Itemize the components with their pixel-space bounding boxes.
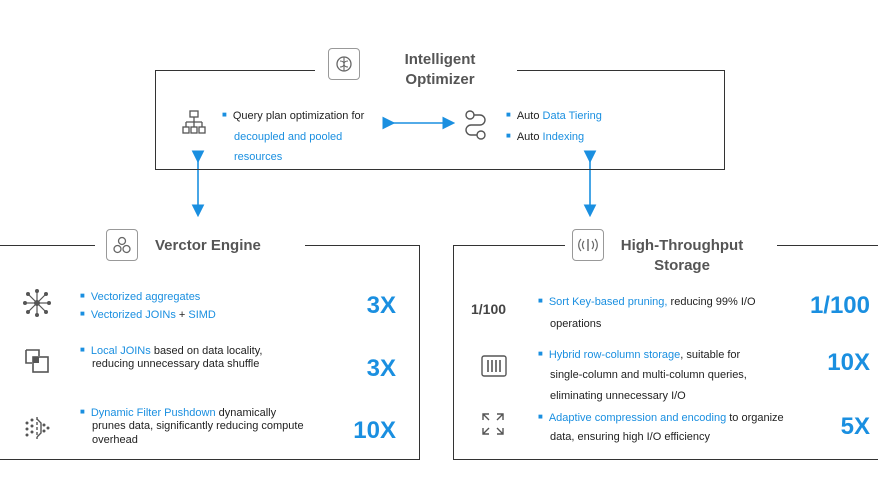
optimizer-left-line1: ■Query plan optimization for	[222, 110, 365, 122]
optimizer-left-line3: resources	[234, 151, 283, 163]
storage-row1-line1: ■Sort Key-based pruning, reducing 99% I/…	[538, 296, 756, 308]
optimizer-right-item2: ■Auto Indexing	[506, 131, 585, 143]
engine-row2-line2: reducing unnecessary data shuffle	[92, 358, 260, 370]
engine-row2-line1: ■Local JOINs based on data locality,	[80, 345, 263, 357]
compress-icon	[481, 412, 505, 441]
engine-row1-item1: ■Vectorized aggregates	[80, 291, 201, 303]
route-icon	[463, 110, 489, 145]
brain-icon	[328, 48, 360, 80]
optimizer-right-item1: ■Auto Data Tiering	[506, 110, 602, 122]
storage-row2-line3: eliminating unnecessary I/O	[550, 390, 686, 402]
columns-icon	[481, 355, 507, 382]
storage-row2-multiplier: 10X	[827, 349, 870, 376]
storage-row3-line2: data, ensuring high I/O efficiency	[550, 431, 711, 443]
storage-row1-line2: operations	[550, 318, 602, 330]
engine-row1-multiplier: 3X	[366, 292, 396, 319]
cubes-icon	[106, 229, 138, 261]
signal-icon	[572, 229, 604, 261]
filter-dots-icon	[24, 415, 50, 446]
engine-row2-multiplier: 3X	[366, 355, 396, 382]
engine-row3-line1: ■Dynamic Filter Pushdown dynamically	[80, 407, 277, 419]
storage-row3-multiplier: 5X	[840, 413, 870, 440]
engine-row1-item2: ■Vectorized JOINs + SIMD	[80, 309, 216, 321]
network-icon	[22, 288, 52, 323]
storage-title: High-Throughput Storage	[620, 237, 744, 274]
hierarchy-icon	[182, 110, 206, 141]
storage-row3-line1: ■Adaptive compression and encoding to or…	[538, 412, 784, 424]
engine-row3-line3: overhead	[92, 434, 138, 446]
engine-title: Verctor Engine	[155, 237, 261, 254]
storage-row2-line2: single-column and multi-column queries,	[550, 369, 747, 381]
engine-row3-multiplier: 10X	[353, 417, 396, 444]
storage-row1-label: 1/100	[471, 301, 507, 317]
engine-row3-line2: prunes data, significantly reducing comp…	[92, 420, 304, 432]
storage-row2-line1: ■Hybrid row-column storage, suitable for	[538, 349, 741, 361]
optimizer-left-line2: decoupled and pooled	[234, 131, 343, 143]
storage-row1-multiplier: 1/100	[809, 292, 870, 319]
overlap-squares-icon	[24, 348, 50, 379]
optimizer-title: Intelligent Optimizer	[404, 51, 476, 88]
